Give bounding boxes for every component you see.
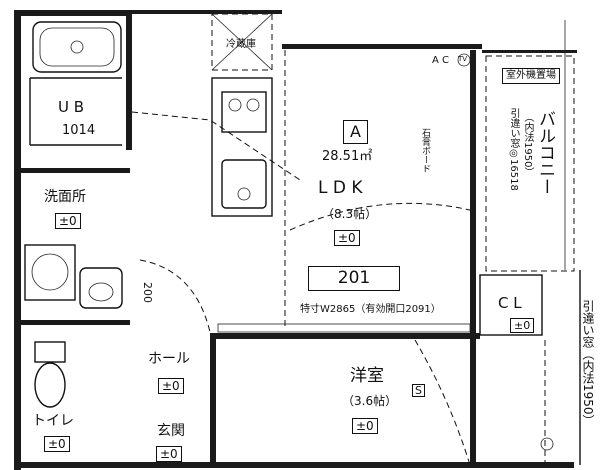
kitchen-counter bbox=[211, 77, 273, 217]
balcony-storage-label: 室外機置場 bbox=[502, 68, 560, 84]
ub-size: 1014 bbox=[62, 123, 96, 138]
wall-balcony-top bbox=[482, 50, 577, 53]
balcony-rail bbox=[485, 55, 575, 272]
ldk-level: ±0 bbox=[334, 230, 360, 246]
wall-ub-right bbox=[126, 10, 132, 150]
right-window-label: 引違い窓（内法1950） bbox=[581, 300, 595, 427]
washing-machine-pan bbox=[24, 244, 76, 301]
ac-label: A C bbox=[432, 55, 450, 66]
closet-label: C L bbox=[498, 294, 522, 312]
tv-label: TV bbox=[458, 55, 468, 63]
toilet-level: ±0 bbox=[44, 436, 70, 452]
hall-door-arc bbox=[139, 259, 211, 333]
washroom-label: 洗面所 bbox=[44, 189, 86, 205]
sink bbox=[221, 159, 267, 209]
toilet-label: トイレ bbox=[32, 413, 74, 429]
wall-top-ub bbox=[14, 10, 132, 16]
room-door-arc bbox=[289, 202, 471, 231]
special-door-label: 特寸W2865（有効開口2091） bbox=[300, 304, 441, 315]
western-door-arc bbox=[414, 339, 471, 466]
ldk-door-swing bbox=[131, 111, 301, 181]
closet-frame bbox=[479, 274, 543, 336]
wall-wash-top bbox=[20, 168, 130, 173]
balcony-label: バルコニー bbox=[535, 110, 555, 195]
unit-area: 28.51㎡ bbox=[322, 149, 373, 164]
fridge-space bbox=[211, 13, 273, 71]
ldk-label: L D K bbox=[318, 178, 363, 198]
entrance-level: ±0 bbox=[156, 446, 182, 462]
closet-level: ±0 bbox=[510, 318, 535, 333]
wall-left bbox=[14, 10, 21, 470]
balcony-window: 引違い窓◎16518 bbox=[508, 108, 519, 191]
wall-ldk-right bbox=[470, 50, 476, 465]
wash-basin bbox=[79, 267, 123, 309]
wall-toilet-top bbox=[20, 320, 130, 325]
stove bbox=[221, 91, 267, 133]
hall-level: ±0 bbox=[158, 378, 184, 394]
western-room-size: （3.6帖） bbox=[342, 394, 398, 408]
unit-type: A bbox=[343, 120, 368, 144]
wall-note: 石膏ボード bbox=[420, 128, 430, 173]
toilet-bowl bbox=[34, 362, 66, 408]
bathtub bbox=[32, 21, 122, 73]
hall-label: ホール bbox=[148, 351, 190, 367]
western-room-level: ±0 bbox=[352, 418, 378, 434]
western-room-label: 洋室 bbox=[350, 366, 384, 386]
tv-outlet bbox=[457, 53, 471, 67]
ldk-sliding-door bbox=[217, 323, 471, 333]
ldk-size: （8.3帖） bbox=[322, 207, 378, 221]
entrance-label: 玄関 bbox=[157, 423, 185, 439]
ub-label: U B bbox=[58, 98, 85, 116]
room-number: 201 bbox=[308, 266, 400, 291]
wall-mid-horizontal bbox=[215, 333, 480, 339]
wall-top-ldk bbox=[282, 44, 482, 49]
wall-bottom bbox=[14, 462, 574, 468]
wall-hall-right bbox=[210, 333, 216, 463]
wall-top-kitchen bbox=[132, 10, 282, 14]
washroom-level: ±0 bbox=[55, 213, 81, 229]
refrigerator-label: 冷蔵庫 bbox=[226, 39, 256, 50]
western-room-symbol: S bbox=[412, 384, 425, 397]
dimension-200: 200 bbox=[141, 282, 154, 303]
balcony-window-inner: （内法1950） bbox=[522, 112, 533, 178]
